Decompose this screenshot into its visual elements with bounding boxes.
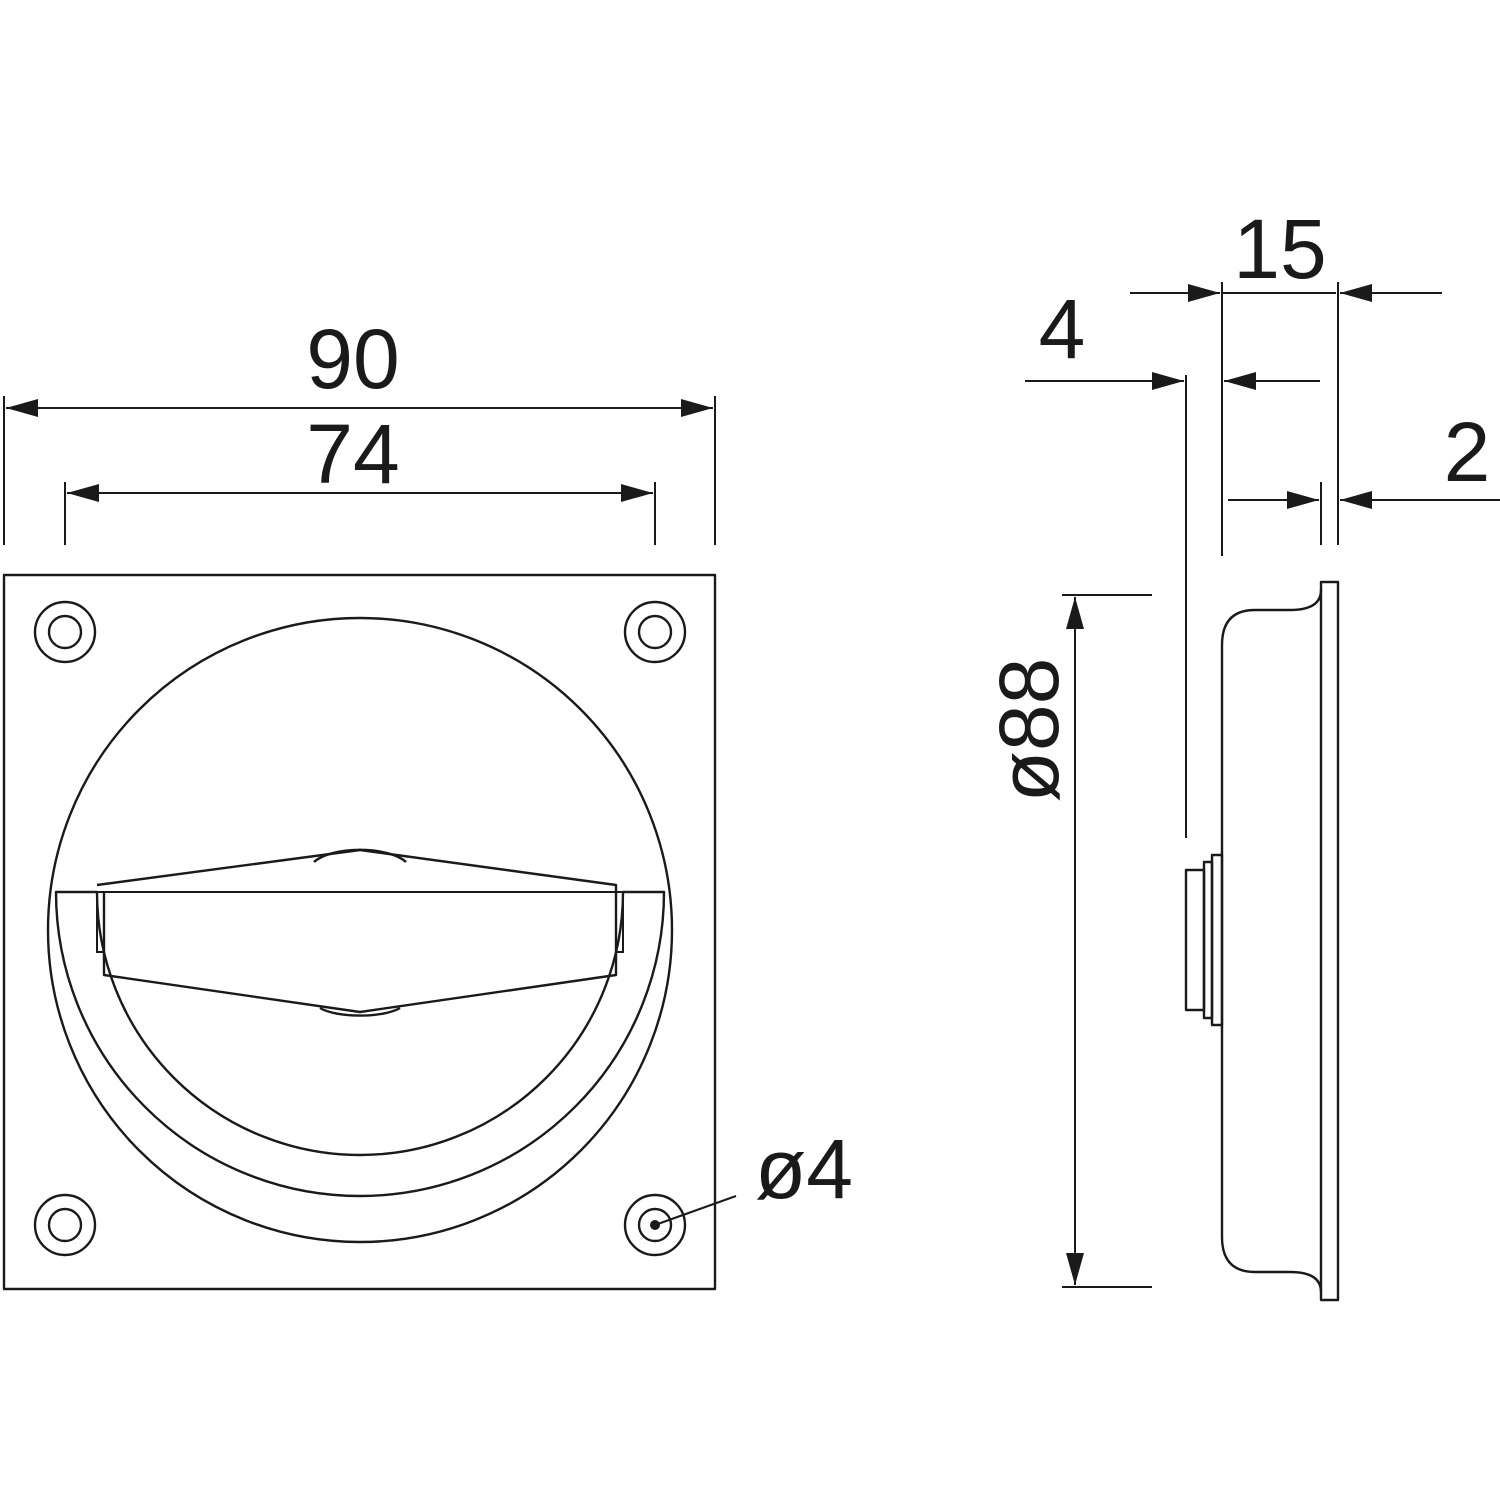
dimension-overall-depth: 15 <box>1130 202 1442 302</box>
front-view: 90 74 ø4 <box>2 312 853 1291</box>
bowl-outline <box>46 616 674 1244</box>
spindle-hub-bottom <box>319 1006 401 1017</box>
mounting-hole-top-left <box>33 600 97 664</box>
dimension-hole-spacing: 74 <box>64 407 656 545</box>
spindle-hub-top <box>313 848 407 863</box>
mounting-plate <box>2 573 717 1291</box>
dimension-label-o4: ø4 <box>755 1122 853 1216</box>
mounting-hole-bottom-left <box>33 1193 97 1257</box>
ring-handle <box>54 890 666 1198</box>
callout-hole-diameter: ø4 <box>650 1122 853 1230</box>
dimension-label-74: 74 <box>306 407 399 501</box>
dimension-label-90: 90 <box>306 312 399 406</box>
mounting-hole-bottom-right <box>623 1193 687 1257</box>
dimension-flange-thickness: 2 <box>1228 405 1500 509</box>
dimension-label-o88: ø88 <box>982 658 1076 803</box>
dimension-bowl-diameter: ø88 <box>982 594 1152 1288</box>
spindle-boss <box>1184 853 1224 1027</box>
side-view: 15 4 2 ø88 <box>982 202 1500 1302</box>
dimension-recess-offset: 4 <box>1025 282 1320 390</box>
mounting-hole-top-right <box>623 600 687 664</box>
dimension-label-15: 15 <box>1233 202 1326 296</box>
bowl-profile <box>1220 589 1323 1293</box>
flange-section <box>1319 580 1340 1302</box>
handle-body <box>96 848 618 1014</box>
dimension-overall-width: 90 <box>3 312 716 545</box>
dimension-label-4: 4 <box>1039 282 1086 376</box>
dimension-label-2: 2 <box>1444 405 1491 499</box>
